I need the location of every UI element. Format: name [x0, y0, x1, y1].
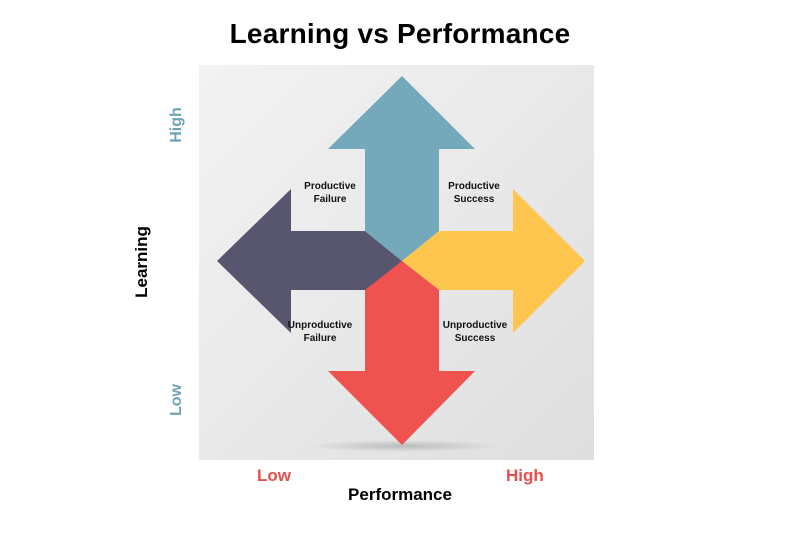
page-title: Learning vs Performance [229, 18, 571, 49]
quadrant-panel: Productive Failure Productive Success Un… [199, 65, 594, 460]
down-arrow [328, 261, 475, 445]
left-arrow [217, 189, 402, 333]
x-axis-high-label: High [506, 466, 544, 485]
quadrant-label-productive-success: Productive Success [448, 181, 500, 205]
y-axis-high-label: High [168, 107, 185, 143]
arrows-diagram [217, 76, 585, 452]
up-arrow [328, 76, 475, 261]
y-axis-title: Learning [132, 226, 151, 298]
y-axis-low-label: Low [168, 384, 185, 416]
x-axis-low-label: Low [257, 466, 291, 485]
quadrant-label-unproductive-failure: Unproductive Failure [287, 320, 353, 344]
right-arrow [402, 189, 585, 333]
arrow-shadow [307, 440, 497, 452]
x-axis-title: Performance [348, 485, 452, 504]
quadrant-label-unproductive-success: Unproductive Success [442, 320, 508, 344]
quadrant-label-productive-failure: Productive Failure [304, 181, 356, 205]
